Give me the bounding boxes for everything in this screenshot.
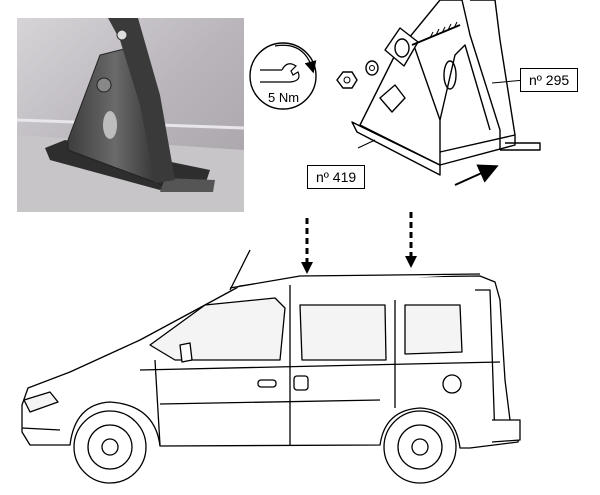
nut-icon [336, 71, 358, 89]
bracket-assembly-drawing [351, 0, 541, 176]
mount-arrow-front [301, 218, 313, 274]
torque-label: 5 Nm [268, 90, 300, 105]
bracket-photo [16, 18, 245, 212]
mount-arrow-rear [405, 212, 417, 268]
washer-icon [365, 60, 379, 76]
wrench-icon [249, 42, 317, 110]
insert-direction-arrow [454, 164, 499, 186]
part-number-419-label: nº 419 [307, 165, 366, 189]
part-number-295-label: nº 295 [520, 68, 579, 92]
van-illustration [21, 249, 521, 484]
